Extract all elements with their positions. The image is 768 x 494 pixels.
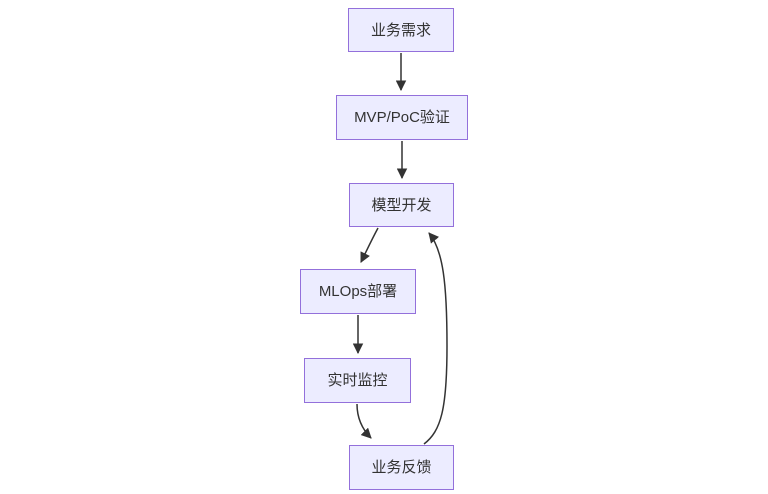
node-model-development: 模型开发 — [349, 183, 454, 227]
edge-feedback-to-model-loop — [423, 232, 448, 445]
node-business-demand: 业务需求 — [348, 8, 454, 52]
node-mlops-deployment: MLOps部署 — [300, 269, 416, 314]
edge-monitoring-to-feedback — [356, 403, 372, 439]
node-business-feedback: 业务反馈 — [349, 445, 454, 490]
node-realtime-monitoring: 实时监控 — [304, 358, 411, 403]
edge-model-to-mlops — [360, 227, 379, 263]
node-mvp-poc-validation: MVP/PoC验证 — [336, 95, 468, 140]
